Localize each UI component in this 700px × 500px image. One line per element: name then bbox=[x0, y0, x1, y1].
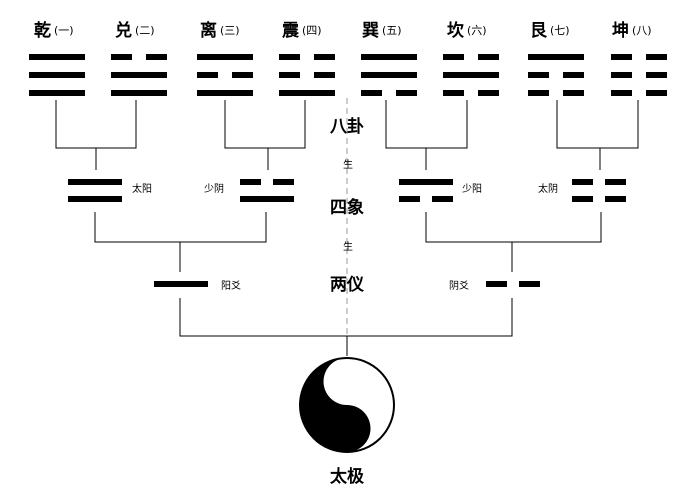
connector bbox=[556, 100, 639, 149]
yin-line-segment bbox=[432, 196, 453, 202]
connector bbox=[55, 100, 137, 149]
trigram-name: 坎 bbox=[447, 20, 464, 41]
yin-line-segment bbox=[646, 90, 667, 96]
connectors-liangyi bbox=[179, 298, 513, 356]
trigram-name: 艮 bbox=[530, 21, 548, 41]
symbol-label: 少阳 bbox=[462, 183, 482, 195]
level-label-liangyi: 两仪 bbox=[330, 275, 365, 295]
trigram-number: (五) bbox=[382, 24, 402, 37]
yin-line-segment bbox=[443, 90, 464, 96]
yin-line-segment bbox=[528, 72, 549, 78]
connector bbox=[385, 100, 468, 149]
yin-line-segment bbox=[279, 72, 300, 78]
yin-line-segment bbox=[478, 54, 499, 60]
trigram-name: 巽 bbox=[362, 21, 379, 41]
trigram-headers: 乾 (一) 兑 (二) 离 (三) 震 (四) 巽 (五) 坎 (六) 艮 (七… bbox=[34, 20, 652, 41]
yang-line bbox=[29, 54, 85, 60]
level-label-bagua: 八卦 bbox=[330, 117, 364, 137]
trigram-name: 乾 bbox=[34, 20, 51, 41]
trigram-name: 离 bbox=[200, 20, 217, 41]
trigram-number: (四) bbox=[302, 24, 322, 37]
yin-line-segment bbox=[443, 54, 464, 60]
yin-line-segment bbox=[563, 72, 584, 78]
yang-line bbox=[528, 54, 584, 60]
yin-line-segment bbox=[611, 72, 632, 78]
yang-line bbox=[399, 179, 453, 185]
yang-line bbox=[361, 54, 417, 60]
yin-line-segment bbox=[273, 179, 294, 185]
yin-line-segment bbox=[396, 90, 417, 96]
yin-line-segment bbox=[314, 72, 335, 78]
trigram-number: (八) bbox=[632, 24, 652, 37]
yin-line-segment bbox=[519, 281, 540, 287]
trigram-lines bbox=[29, 54, 667, 96]
yang-line bbox=[68, 179, 122, 185]
yao-label: 阴爻 bbox=[449, 280, 469, 292]
yin-line-segment bbox=[279, 54, 300, 60]
yin-line-segment bbox=[399, 196, 420, 202]
yao-label: 阳爻 bbox=[221, 280, 241, 292]
symbol-label: 少阴 bbox=[204, 183, 224, 195]
sheng-label: 生 bbox=[343, 158, 353, 171]
connector bbox=[224, 100, 306, 149]
connector bbox=[179, 298, 513, 337]
trigram-number: (七) bbox=[550, 24, 570, 37]
yang-line bbox=[68, 196, 122, 202]
yin-yang-icon bbox=[299, 357, 395, 453]
yin-line-segment bbox=[232, 72, 253, 78]
trigram-number: (一) bbox=[54, 24, 74, 37]
yin-line-segment bbox=[646, 54, 667, 60]
trigram-name: 兑 bbox=[115, 20, 132, 41]
symbol-label: 太阳 bbox=[132, 182, 152, 195]
sheng-label: 生 bbox=[343, 240, 353, 253]
yin-line-segment bbox=[572, 179, 593, 185]
connector bbox=[94, 212, 267, 243]
yang-line bbox=[197, 90, 253, 96]
yin-line-segment bbox=[528, 90, 549, 96]
yang-line bbox=[29, 90, 85, 96]
yang-line bbox=[279, 90, 335, 96]
connectors-bagua bbox=[55, 100, 639, 170]
yin-line-segment bbox=[111, 54, 132, 60]
yang-line bbox=[240, 196, 294, 202]
level-label-sixiang: 四象 bbox=[330, 197, 364, 218]
yin-line-segment bbox=[361, 90, 382, 96]
trigram-number: (六) bbox=[467, 24, 487, 37]
yang-line bbox=[29, 72, 85, 78]
yin-line-segment bbox=[611, 90, 632, 96]
yin-line-segment bbox=[240, 179, 261, 185]
yang-line bbox=[197, 54, 253, 60]
yin-line-segment bbox=[478, 90, 499, 96]
yin-line-segment bbox=[146, 54, 167, 60]
yin-line-segment bbox=[197, 72, 218, 78]
yang-line bbox=[361, 72, 417, 78]
trigram-number: (二) bbox=[135, 24, 155, 37]
yin-line-segment bbox=[563, 90, 584, 96]
symbol-label: 太阴 bbox=[538, 182, 558, 195]
yin-line-segment bbox=[605, 179, 626, 185]
trigram-number: (三) bbox=[220, 24, 240, 37]
yang-line bbox=[111, 72, 167, 78]
yin-line-segment bbox=[572, 196, 593, 202]
trigram-name: 震 bbox=[281, 21, 300, 41]
yin-line-segment bbox=[486, 281, 507, 287]
yin-line-segment bbox=[611, 54, 632, 60]
level-label-taiji: 太极 bbox=[330, 466, 364, 487]
connector bbox=[425, 212, 602, 243]
trigram-name: 坤 bbox=[612, 20, 629, 41]
yang-line bbox=[154, 281, 208, 287]
yin-line-segment bbox=[646, 72, 667, 78]
four-symbol-lines bbox=[68, 179, 626, 202]
yin-line-segment bbox=[605, 196, 626, 202]
connectors-sixiang bbox=[94, 212, 602, 272]
yin-line-segment bbox=[314, 54, 335, 60]
yang-line bbox=[443, 72, 499, 78]
yang-line bbox=[111, 90, 167, 96]
yao-lines bbox=[154, 281, 540, 287]
